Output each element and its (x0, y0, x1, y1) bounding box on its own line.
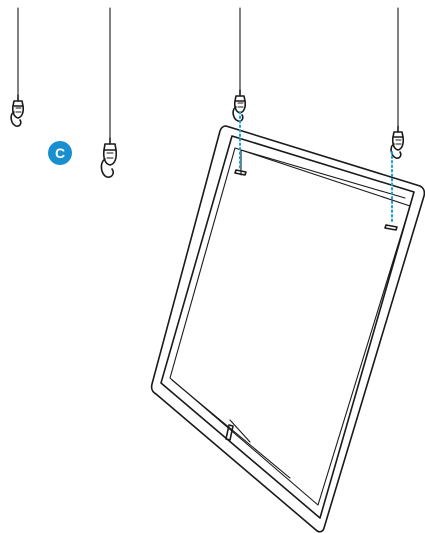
hook-icon (10, 94, 25, 127)
frame-outer-edge (150, 125, 425, 533)
hook-icon (100, 137, 118, 178)
hook-icon (390, 125, 405, 159)
alignment-guides (239, 111, 393, 225)
step-badge-label: C (55, 145, 65, 161)
frame-inner-line-bottom (171, 379, 291, 479)
hanging-wires (17, 7, 399, 139)
frame-inner-edge (160, 135, 415, 519)
frame-slot-right (384, 224, 398, 231)
frame-stand-tab (225, 424, 234, 441)
frame-backing (169, 147, 411, 506)
step-badge-circle (48, 141, 72, 165)
step-badge: C (48, 141, 72, 165)
tilted-frame (150, 125, 425, 533)
frame-slot-left (234, 169, 247, 176)
